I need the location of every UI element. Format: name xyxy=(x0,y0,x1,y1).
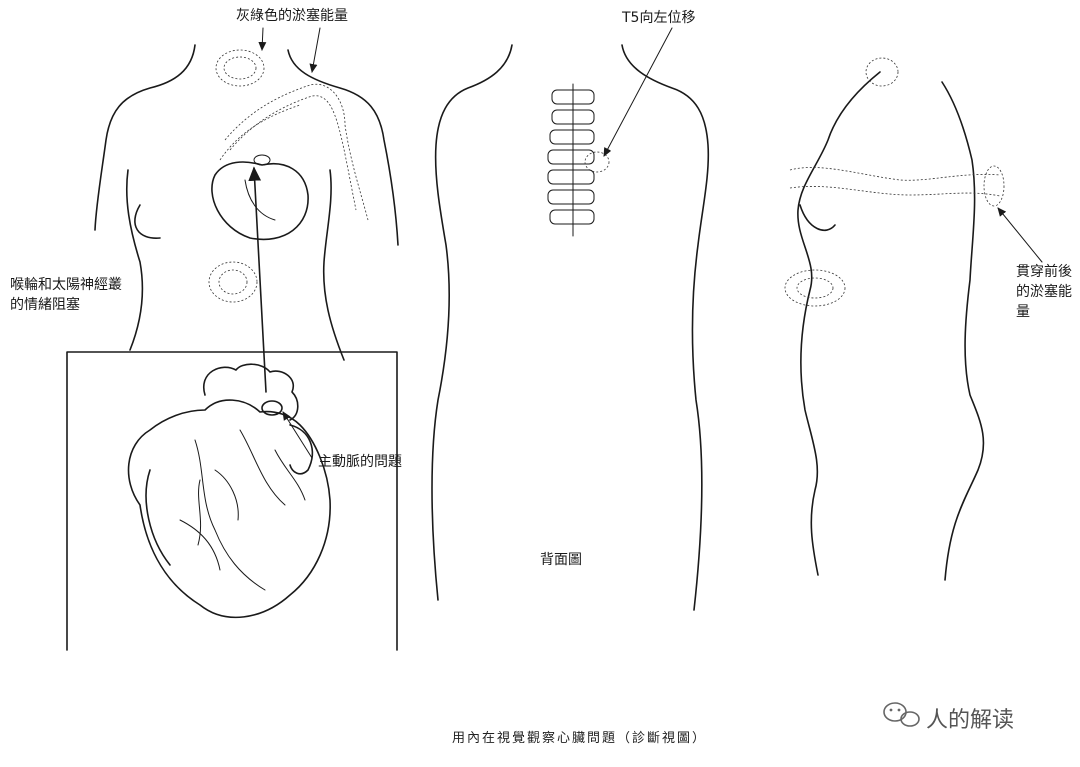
label-aorta-problem: 主動脈的問題 xyxy=(318,452,402,472)
grey-green-arrow-1 xyxy=(262,28,263,50)
label-t5-shift: T5向左位移 xyxy=(622,8,695,28)
watermark-text: 人的解读 xyxy=(926,702,1014,734)
small-heart-sketch xyxy=(212,155,308,239)
label-through-energy: 貫穿前後的淤塞能量 xyxy=(1016,262,1078,322)
front-body-outline xyxy=(95,45,398,360)
through-energy-arrow xyxy=(998,208,1042,262)
grey-green-arrow-2 xyxy=(312,28,320,72)
aorta-arrow xyxy=(254,168,266,392)
front-congestion-energy xyxy=(209,50,368,302)
spine-drawing xyxy=(548,84,609,236)
side-body-outline xyxy=(798,72,984,580)
label-grey-green-energy: 灰綠色的淤塞能量 xyxy=(236,6,348,26)
wechat-icon xyxy=(884,703,919,726)
t5-arrow xyxy=(604,28,672,156)
figure-caption: 用內在視覺觀察心臟問題（診斷視圖） xyxy=(452,727,707,746)
heart-inset-box xyxy=(67,352,397,650)
label-back-view: 背面圖 xyxy=(540,550,582,570)
heart-detail-drawing xyxy=(129,364,331,617)
label-throat-solar-block: 喉輪和太陽神經叢的情緒阻塞 xyxy=(10,275,122,315)
